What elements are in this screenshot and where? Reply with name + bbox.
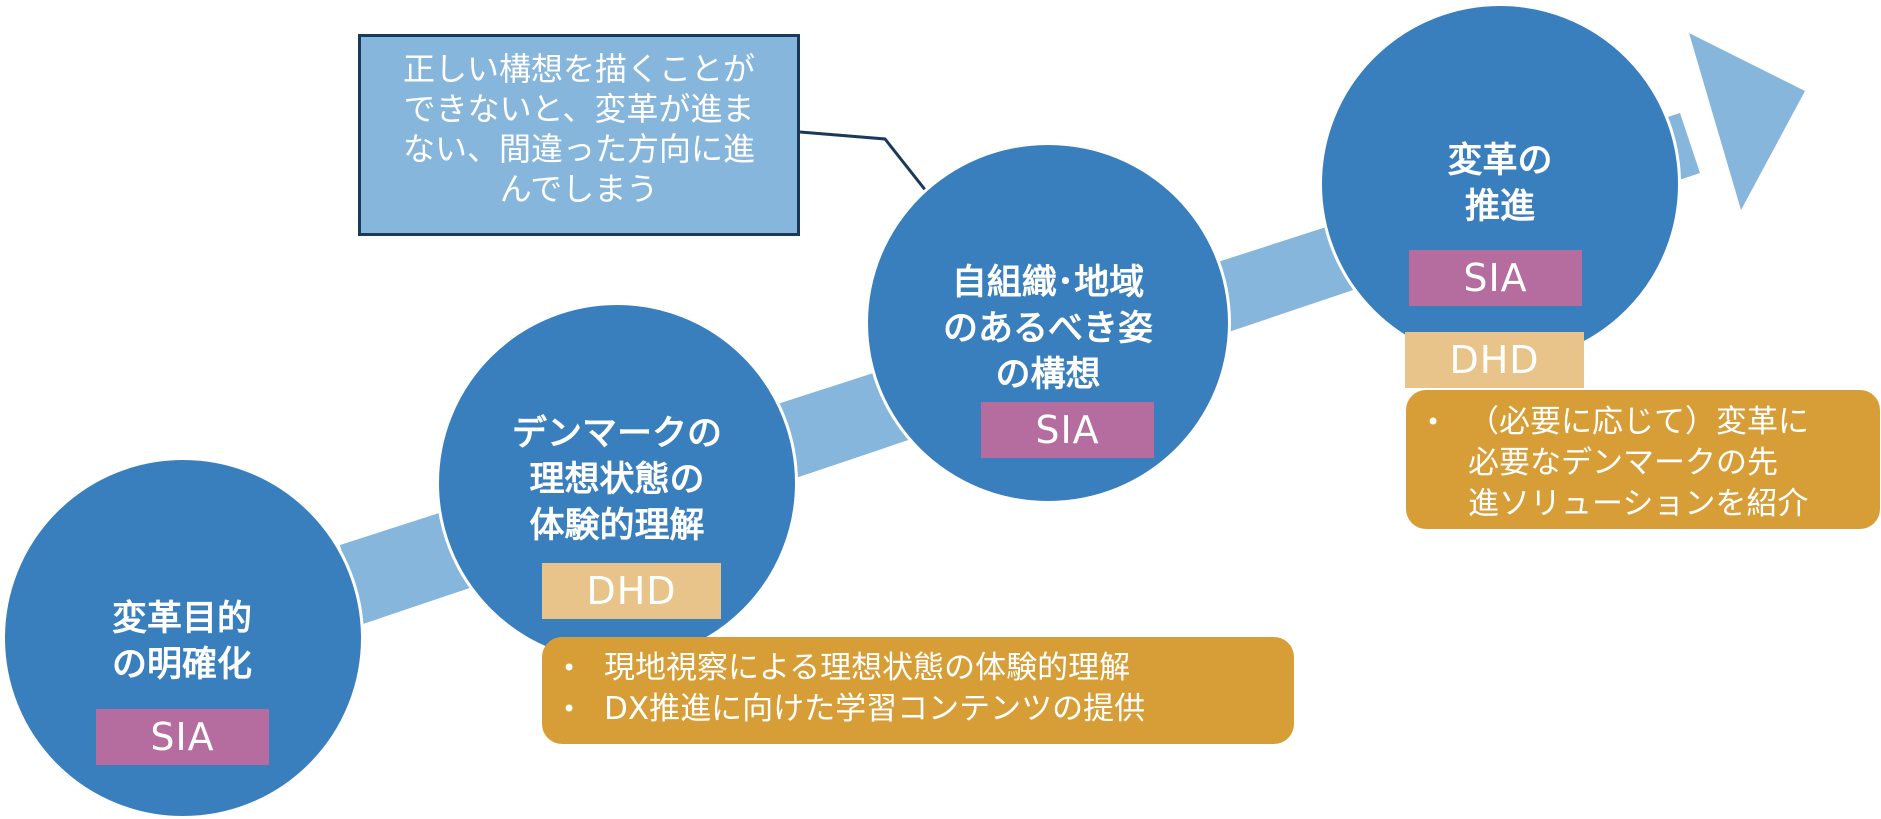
callout-line: 正しい構想を描くことが [402, 50, 755, 88]
bullet-item: • （必要に応じて）変革に 必要なデンマークの先 進ソリューションを紹介 [1426, 402, 1866, 525]
bullet-symbol: • [1426, 408, 1441, 436]
step-3-tag-sia: SIA [981, 402, 1154, 458]
callout-line: んでしまう [499, 170, 659, 208]
step-2-bullet-box: • 現地視察による理想状態の体験的理解 • DX推進に向けた学習コンテンツの提供 [542, 637, 1294, 744]
bullet-symbol: • [562, 695, 577, 723]
bullet-text: 現地視察による理想状態の体験的理解 [604, 650, 1131, 686]
step-3-title: 自組織･地域 のあるべき姿 の構想 [942, 263, 1153, 395]
bullet-item: • 現地視察による理想状態の体験的理解 [562, 648, 1274, 689]
bullet-text: DX推進に向けた学習コンテンツの提供 [604, 691, 1146, 727]
bullet-symbol: • [562, 654, 577, 682]
step-4-title: 変革の 推進 [1447, 141, 1553, 227]
callout-box: 正しい構想を描くことが できないと、変革が進ま ない、間違った方向に進 んでしま… [358, 34, 800, 236]
step-2-tag-dhd: DHD [542, 563, 721, 619]
step-1-tag-sia: SIA [96, 709, 269, 765]
step-1-title: 変革目的 の明確化 [111, 599, 252, 685]
bullet-item: • DX推進に向けた学習コンテンツの提供 [562, 689, 1274, 730]
step-2-title: デンマークの 理想状態の 体験的理解 [511, 414, 722, 546]
arrow-head [1689, 33, 1805, 210]
bullet-text: （必要に応じて）変革に 必要なデンマークの先 進ソリューションを紹介 [1468, 404, 1809, 522]
callout-line: ない、間違った方向に進 [402, 130, 755, 168]
step-4-tag-dhd: DHD [1405, 332, 1584, 388]
step-4-bullet-box: • （必要に応じて）変革に 必要なデンマークの先 進ソリューションを紹介 [1406, 390, 1880, 529]
step-4-tag-sia: SIA [1409, 250, 1582, 306]
callout-line: できないと、変革が進ま [403, 90, 755, 128]
